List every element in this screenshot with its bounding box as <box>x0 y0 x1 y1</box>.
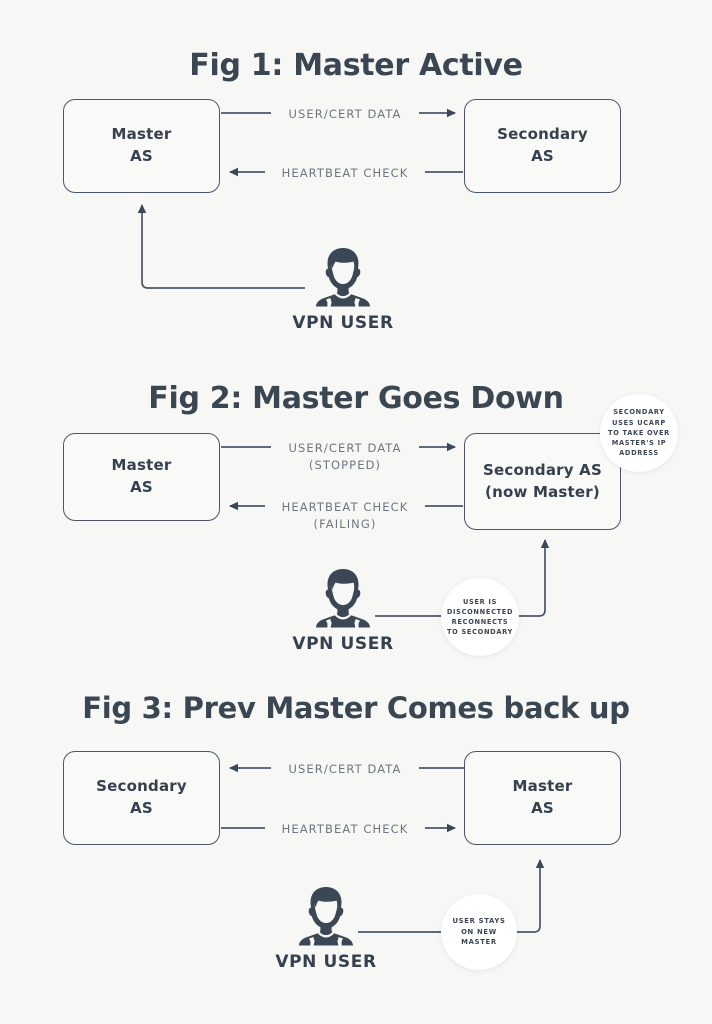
fig1-edge-label-heartbeat: HEARTBEAT CHECK <box>265 165 425 183</box>
fig2-vpn-user: VPN USER <box>288 566 398 654</box>
fig3-bubble-user-stays: USER STAYS ON NEW MASTER <box>441 894 517 970</box>
fig2-bubble-reconnect-line4: TO SECONDARY <box>446 628 514 637</box>
fig2-edge-label-heartbeat: HEARTBEAT CHECK (FAILING) <box>265 499 425 534</box>
fig3-edge-user-to-master <box>358 859 545 933</box>
fig3-master-box-line1: Master <box>512 777 573 796</box>
fig2-bubble-reconnect-line2: DISCONNECTED <box>446 607 514 616</box>
fig3-bubble-user-stays-line3: MASTER <box>461 938 497 947</box>
fig1-edge-label-heartbeat-main: HEARTBEAT CHECK <box>281 166 409 180</box>
fig1-master-box-line1: Master <box>111 125 172 144</box>
user-avatar-icon <box>299 887 353 946</box>
fig2-bubble-reconnect: USER IS DISCONNECTED RECONNECTS TO SECON… <box>441 578 519 656</box>
fig3-edge-label-usercert-main: USER/CERT DATA <box>288 762 402 776</box>
user-avatar-icon <box>316 569 370 628</box>
fig1-edge-user-to-master <box>137 204 305 289</box>
fig2-edge-label-usercert-sub: (STOPPED) <box>308 458 382 473</box>
fig1-secondary-box-line1: Secondary <box>497 125 588 144</box>
fig2-secondary-box: Secondary AS (now Master) <box>464 433 621 530</box>
fig1-secondary-box: Secondary AS <box>464 99 621 193</box>
fig3-master-box: Master AS <box>464 751 621 845</box>
fig3-bubble-user-stays-line1: USER STAYS <box>452 917 506 926</box>
fig2-bubble-ucarp-line3: TO TAKE OVER <box>608 428 670 437</box>
fig1-title: Fig 1: Master Active <box>189 48 523 83</box>
fig2-bubble-ucarp-line2: USES UCARP <box>612 418 666 427</box>
fig2-edge-label-heartbeat-main: HEARTBEAT CHECK <box>281 500 409 514</box>
fig3-secondary-box-line1: Secondary <box>96 777 187 796</box>
fig3-secondary-box-line2: AS <box>130 799 153 817</box>
fig2-master-box-line1: Master <box>111 456 172 475</box>
fig2-bubble-ucarp: SECONDARY USES UCARP TO TAKE OVER MASTER… <box>600 394 678 472</box>
fig2-bubble-ucarp-line4: MASTER'S IP <box>611 439 667 448</box>
fig3-title: Fig 3: Prev Master Comes back up <box>82 691 630 725</box>
fig3-bubble-user-stays-line2: ON NEW <box>461 927 497 936</box>
fig2-master-box: Master AS <box>63 433 220 521</box>
fig2-title: Fig 2: Master Goes Down <box>148 381 564 416</box>
fig1-secondary-box-line2: AS <box>531 147 554 165</box>
fig1-master-box: Master AS <box>63 99 220 193</box>
fig2-edge-label-usercert-main: USER/CERT DATA <box>288 441 402 455</box>
fig2-bubble-ucarp-line1: SECONDARY <box>613 408 665 417</box>
fig1-edge-label-usercert-main: USER/CERT DATA <box>288 107 402 121</box>
fig2-bubble-reconnect-line1: USER IS <box>462 597 498 606</box>
fig2-bubble-reconnect-line3: RECONNECTS <box>451 618 509 626</box>
fig2-secondary-box-line2: (now Master) <box>485 482 600 501</box>
fig3-master-box-line2: AS <box>531 799 554 817</box>
fig2-master-box-line2: AS <box>130 478 153 496</box>
user-avatar-icon <box>316 248 370 307</box>
fig1-vpn-user-caption: VPN USER <box>292 313 394 333</box>
fig1-edge-label-usercert: USER/CERT DATA <box>271 106 419 124</box>
fig3-edge-label-heartbeat: HEARTBEAT CHECK <box>265 821 425 839</box>
fig2-bubble-ucarp-line5: ADDRESS <box>619 449 659 458</box>
fig1-master-box-line2: AS <box>130 147 153 165</box>
fig2-vpn-user-caption: VPN USER <box>292 634 394 654</box>
fig1-vpn-user: VPN USER <box>288 245 398 333</box>
fig2-edge-label-usercert: USER/CERT DATA (STOPPED) <box>271 440 419 475</box>
fig3-secondary-box: Secondary AS <box>63 751 220 845</box>
fig2-secondary-box-line1: Secondary AS <box>483 460 602 479</box>
fig3-edge-label-heartbeat-main: HEARTBEAT CHECK <box>281 822 409 836</box>
fig2-edge-label-heartbeat-sub: (FAILING) <box>313 517 377 532</box>
fig2-edge-user-to-secondary <box>375 539 550 617</box>
fig3-vpn-user-caption: VPN USER <box>275 952 377 972</box>
fig3-vpn-user: VPN USER <box>271 884 381 972</box>
fig3-edge-label-usercert: USER/CERT DATA <box>271 761 419 779</box>
